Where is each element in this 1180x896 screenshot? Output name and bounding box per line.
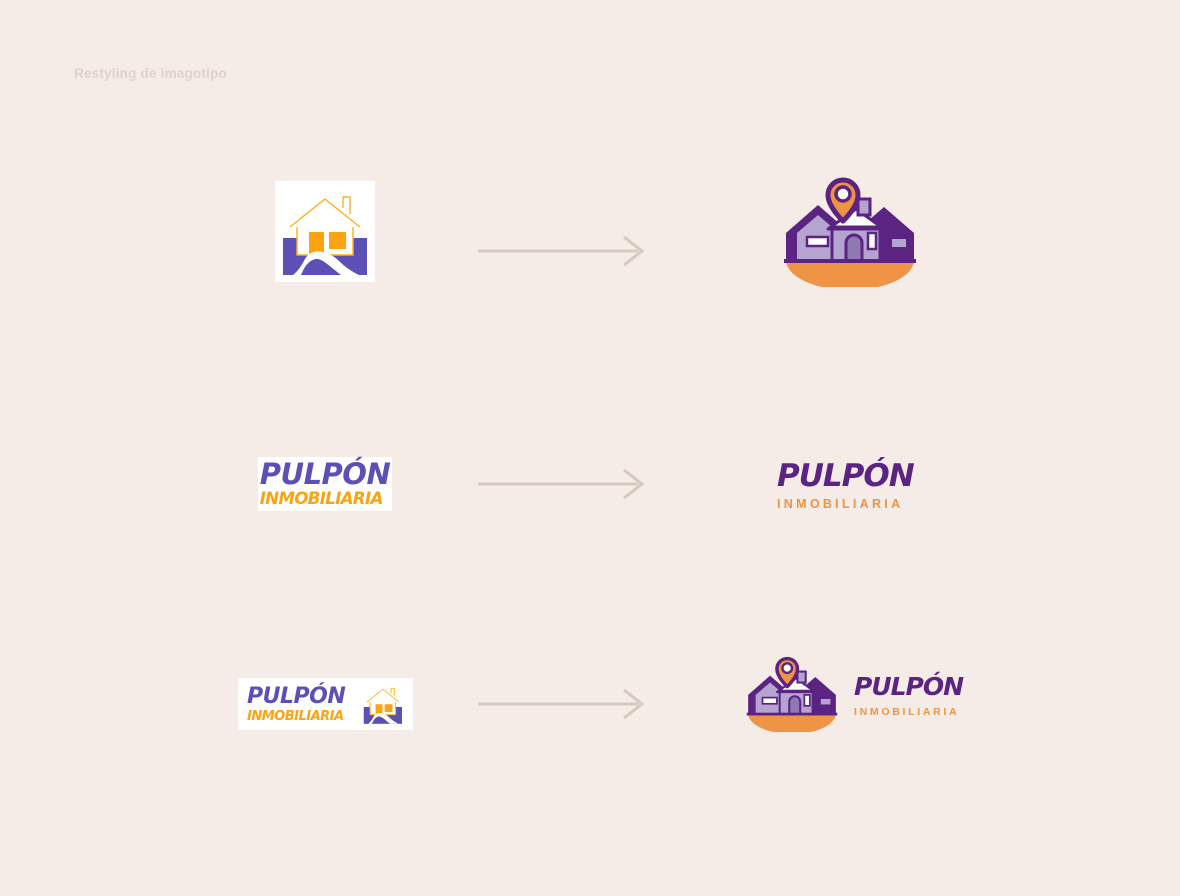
old-wordmark-card: PULPÓN INMOBILIARIA (258, 457, 392, 511)
new-lockup-brand-name: PULPÓN (854, 671, 964, 701)
new-brand-tagline: INMOBILIARIA (777, 497, 904, 511)
old-brand-tagline: INMOBILIARIA (259, 489, 384, 509)
page-title: Restyling de imagotipo (74, 66, 227, 81)
new-lockup-isotype-icon (746, 656, 838, 732)
old-wordmark: PULPÓN INMOBILIARIA (259, 457, 391, 509)
new-isotype (780, 175, 920, 287)
old-lockup-wordmark: PULPÓN INMOBILIARIA (247, 683, 346, 724)
new-lockup: PULPÓN INMOBILIARIA (744, 655, 964, 732)
new-isotype-icon (784, 177, 916, 287)
transformation-arrow-icon (478, 689, 645, 719)
new-lockup-wordmark: PULPÓN INMOBILIARIA (854, 671, 964, 718)
new-brand-name: PULPÓN (777, 458, 915, 494)
old-isotype-icon (275, 181, 375, 282)
new-wordmark: PULPÓN INMOBILIARIA (777, 458, 915, 511)
new-lockup-brand-tagline: INMOBILIARIA (854, 705, 960, 718)
old-lockup-brand-tagline: INMOBILIARIA (247, 708, 344, 724)
old-isotype-card (275, 181, 375, 282)
old-lockup-card: PULPÓN INMOBILIARIA (238, 678, 413, 730)
transformation-arrow-icon (478, 469, 645, 499)
old-brand-name: PULPÓN (259, 457, 391, 492)
transformation-arrow-icon (478, 236, 645, 266)
old-lockup-brand-name: PULPÓN (247, 683, 346, 709)
old-lockup-isotype-icon (360, 681, 406, 727)
